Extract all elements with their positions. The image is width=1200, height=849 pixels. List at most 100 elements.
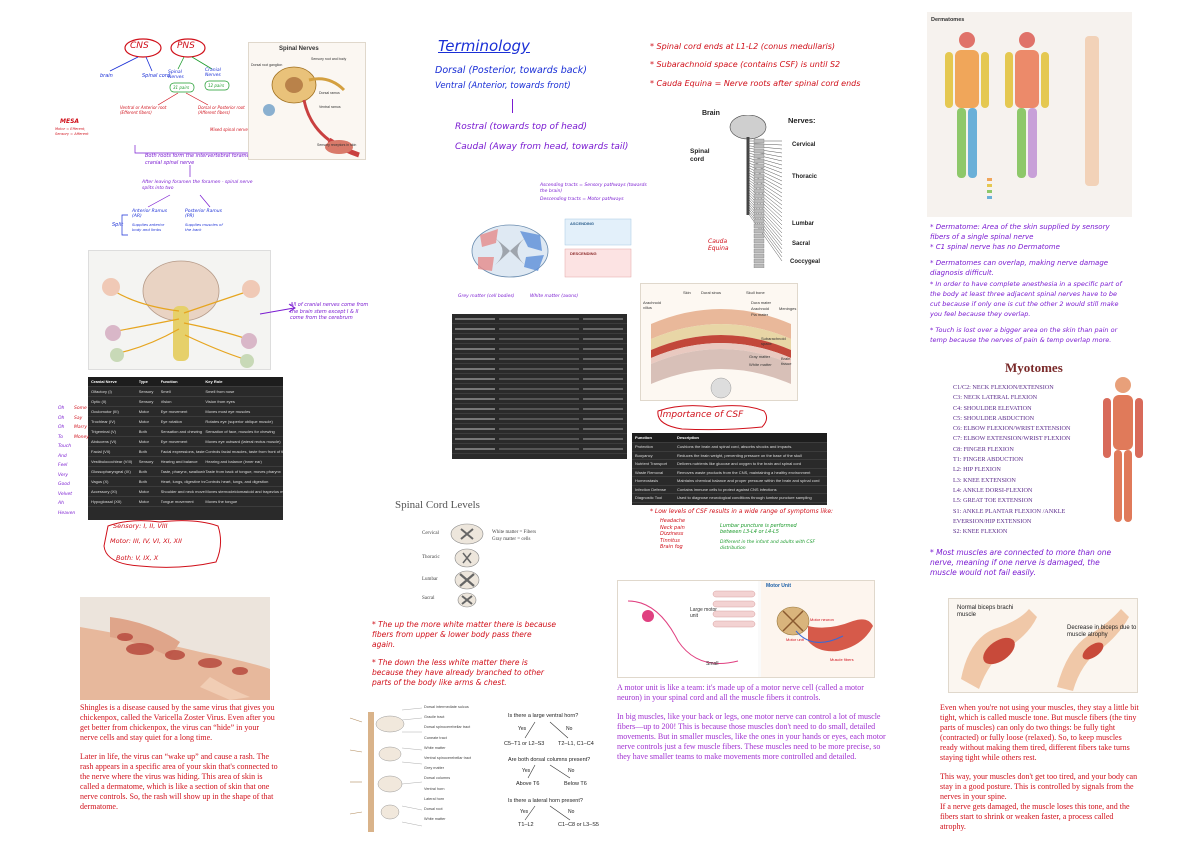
nerves-lumbar: Lumbar	[792, 221, 815, 227]
mnemonic-word: Oh	[58, 415, 65, 421]
dermatomes-drawing	[945, 32, 1099, 199]
flow-yes-2: Yes	[522, 768, 531, 774]
motor-unit-drawing	[618, 581, 874, 677]
table-row	[452, 334, 627, 344]
symptom-item: Neck pain	[660, 524, 685, 531]
both-nerves: Both: V, IX, X	[116, 554, 159, 562]
posterior-ramus-desc: Supplies muscles of the back	[185, 222, 223, 232]
table-row	[452, 444, 627, 454]
lumbar-puncture-note: Lumbar puncture is performed between L3-…	[720, 523, 797, 535]
myotome-item: L2: HIP FLEXION	[953, 466, 1001, 474]
table-cell: Moves eye outward (lateral rectus muscle…	[205, 439, 281, 444]
table-cell: Nutrient Transport	[635, 461, 668, 467]
level-sacral: Sacral	[422, 596, 435, 601]
flow-arrows	[524, 721, 571, 821]
nerve-line	[747, 152, 783, 162]
motor-unit-fig-title: Motor Unit	[766, 583, 791, 589]
myotome-item: C3: NECK LATERAL FLEXION	[953, 394, 1038, 402]
table-cell: Heart, lungs, digestive tract	[160, 479, 206, 484]
table-cell: Taste, pharynx, swallowing	[160, 469, 206, 474]
flowchart-label: Dorsal spinocerebellar tract	[424, 725, 471, 730]
table-cell: Tongue movement	[160, 499, 194, 504]
flow-below: Below T6	[564, 781, 587, 787]
motor-unit-neuron: Motor neuron	[810, 617, 834, 622]
myotome-item: L4: ANKLE DORSI-FLEXION	[953, 486, 1033, 494]
myotome-item: C5: SHOULDER ABDUCTION	[953, 414, 1035, 422]
dermatome-note-4: * In order to have complete anesthesia i…	[930, 280, 1122, 318]
vertebra	[753, 198, 765, 204]
nerve-line	[747, 147, 783, 154]
table-cell: Motor	[138, 439, 149, 444]
nerve-line	[747, 191, 783, 226]
table-cell: Olfactory (I)	[91, 389, 112, 394]
motor-unit-text: A motor unit is like a team: it's made u…	[617, 683, 887, 762]
flowchart-label: Gracile tract	[424, 715, 445, 720]
nerves-title: Nerves:	[788, 116, 816, 125]
flowchart-label: Dorsal columns	[424, 776, 451, 781]
table-cell: Both	[138, 469, 147, 474]
shingles-drawing	[80, 597, 270, 700]
atrophy-normal: Normal biceps brachi muscle	[957, 605, 1014, 618]
anterior-ramus: Anterior Ramus (AR)	[132, 209, 168, 219]
fig-label-0: Sensory root and body	[311, 57, 347, 61]
myotomes-note: * Most muscles are connected to more tha…	[930, 548, 1112, 577]
nerve-line	[747, 143, 783, 146]
table-row	[452, 414, 627, 424]
table-row	[452, 364, 627, 374]
thirtyone-pairs: 31 pairs	[173, 85, 190, 90]
table-cell: Hearing and balance	[160, 459, 198, 464]
atrophy-text: Even when you're not using your muscles,…	[940, 703, 1140, 832]
table-cell: Motor	[138, 409, 149, 414]
terminology-section: Terminology Dorsal (Posterior, towards b…	[430, 35, 640, 160]
nerve-line	[747, 162, 783, 178]
meninges-label-10: White matter	[749, 362, 772, 367]
vertebra	[753, 248, 765, 254]
mnemonic-word-2: Money	[74, 434, 89, 440]
myotome-item: S1: ANKLE PLANTAR FLEXION /ANKLE EVERSIO…	[953, 507, 1066, 525]
shingles-photo	[80, 597, 270, 700]
vertebra	[753, 243, 765, 249]
nerve-line	[747, 176, 783, 202]
myotome-body-drawing	[1103, 377, 1143, 522]
brain-drawing	[102, 260, 260, 368]
nerves-sacral: Sacral	[792, 241, 811, 247]
meninges-label-4: Dura mater	[751, 300, 772, 305]
nerve-line	[747, 159, 783, 174]
cranial-nerve-table: Cranial Nerve Type Function Key Role Olf…	[88, 377, 283, 520]
table-cell: Infection Defense	[635, 486, 667, 492]
table-cell: Optic (II)	[91, 399, 107, 404]
nerve-line	[747, 145, 783, 150]
flow-a3: T1–L2	[518, 822, 534, 828]
brain-label: brain	[100, 73, 113, 79]
table-cell: Diagnostic Tool	[635, 495, 663, 501]
vertebra	[753, 188, 765, 194]
anterior-ramus-desc: Supplies anterior body and limbs	[132, 222, 165, 232]
atrophy-paragraph-1: Even when you're not using your muscles,…	[940, 703, 1139, 762]
spinal-nerves-label: Spinal Nerves	[168, 70, 184, 80]
vertebra	[753, 193, 765, 199]
flowchart-label: Ventral spinocerebellar tract	[424, 756, 472, 760]
table-cell: Hearing and balance (inner ear)	[205, 459, 262, 464]
dermatomes-figure: Dermatomes	[927, 12, 1132, 217]
meninges-label-6: Pia mater	[751, 312, 769, 317]
dermatomes-title: Dermatomes	[931, 17, 965, 23]
table-cell: Protection	[635, 444, 654, 450]
csf-table-header: Function Description	[632, 433, 827, 443]
arrow-to-note	[259, 303, 296, 315]
cauda-equina-note: Cauda Equina	[708, 238, 729, 252]
cord-cross-section: ASCENDING DESCENDING	[440, 213, 635, 283]
symptom-item: Brain fog	[660, 544, 683, 550]
vertebra	[753, 228, 765, 234]
nerve-line	[747, 171, 783, 194]
table-cell: Moves sternocleidomastoid and trapezius …	[205, 489, 283, 494]
symptom-item: Dizziness	[660, 531, 684, 537]
nerves-spinal-cord: Spinal cord	[690, 148, 710, 163]
nerve-line	[747, 200, 783, 242]
table-cell: Reduces the brain weight, preventing pre…	[677, 452, 802, 458]
